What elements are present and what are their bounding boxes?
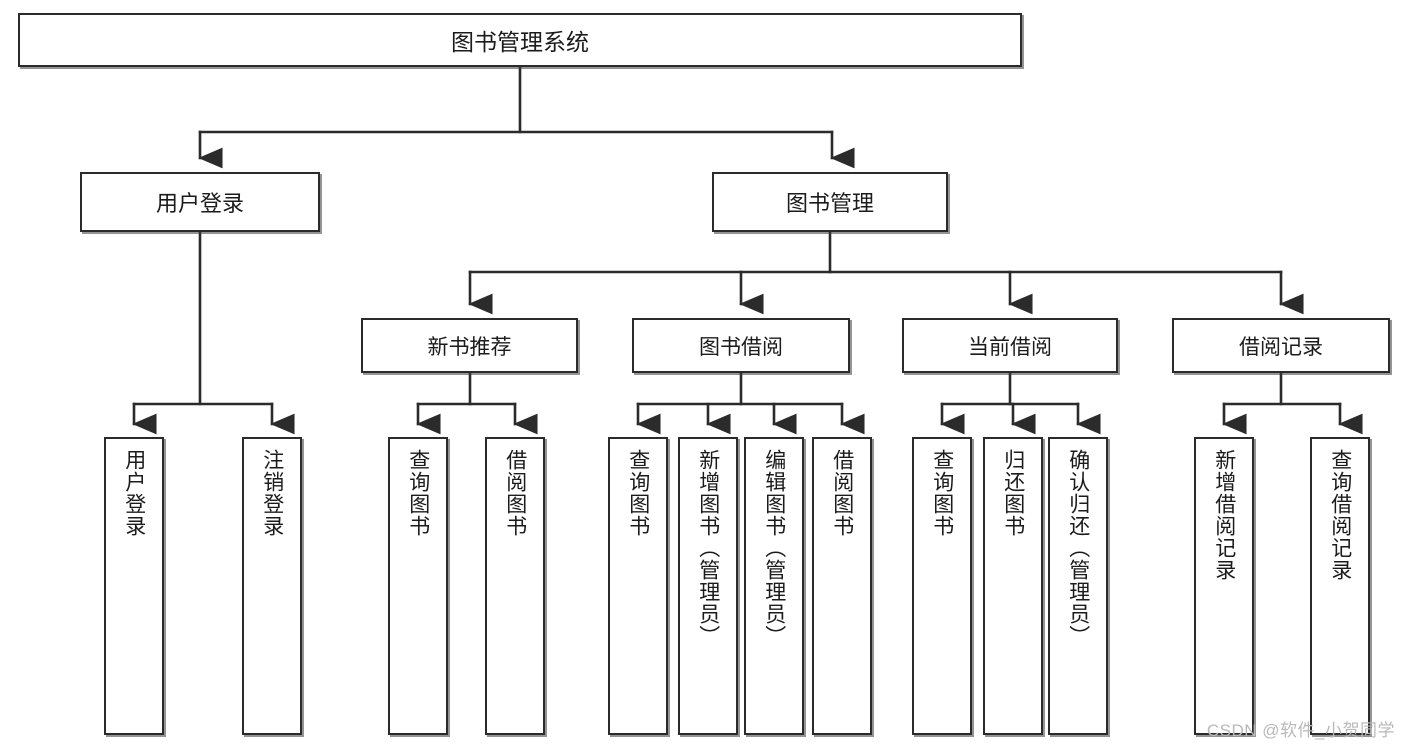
node-book-borrow[interactable]: 图书借阅 <box>632 318 850 373</box>
node-leaf-logout[interactable]: 注销登录 <box>242 437 302 735</box>
node-leaf-query-book-3[interactable]: 查询图书 <box>912 437 972 735</box>
node-borrow-record-label: 借阅记录 <box>1239 335 1323 359</box>
node-new-book-recommend[interactable]: 新书推荐 <box>361 318 578 373</box>
node-leaf-query-book-1-label: 查询图书 <box>406 449 430 537</box>
node-leaf-return-book-label: 归还图书 <box>1001 449 1025 537</box>
node-root-label: 图书管理系统 <box>451 29 589 55</box>
node-leaf-query-book-3-label: 查询图书 <box>930 449 954 537</box>
node-leaf-logout-label: 注销登录 <box>260 449 284 537</box>
node-user-login-label: 用户登录 <box>155 191 244 216</box>
node-leaf-query-book-2-label: 查询图书 <box>626 449 650 537</box>
node-borrow-record[interactable]: 借阅记录 <box>1172 318 1390 373</box>
node-leaf-borrow-book-2[interactable]: 借阅图书 <box>812 437 872 735</box>
node-book-manage-label: 图书管理 <box>785 191 874 216</box>
node-leaf-query-record[interactable]: 查询借阅记录 <box>1310 437 1370 735</box>
node-leaf-add-record-label: 新增借阅记录 <box>1212 449 1236 581</box>
watermark: CSDN @软件_小贺同学 <box>1206 721 1395 740</box>
node-leaf-borrow-book-1[interactable]: 借阅图书 <box>485 437 545 735</box>
node-leaf-add-book-label: 新增图书（管理员） <box>696 449 720 647</box>
node-leaf-query-book-2[interactable]: 查询图书 <box>608 437 668 735</box>
node-leaf-add-record[interactable]: 新增借阅记录 <box>1194 437 1254 735</box>
node-user-login[interactable]: 用户登录 <box>80 172 320 232</box>
node-current-borrow[interactable]: 当前借阅 <box>902 318 1118 373</box>
node-leaf-edit-book[interactable]: 编辑图书（管理员） <box>744 437 804 735</box>
node-leaf-borrow-book-2-label: 借阅图书 <box>830 449 854 537</box>
node-leaf-return-book[interactable]: 归还图书 <box>983 437 1043 735</box>
node-leaf-confirm-return[interactable]: 确认归还（管理员） <box>1048 437 1108 735</box>
node-new-book-recommend-label: 新书推荐 <box>427 335 512 359</box>
node-leaf-query-record-label: 查询借阅记录 <box>1328 449 1352 581</box>
node-leaf-borrow-book-1-label: 借阅图书 <box>503 449 527 537</box>
node-leaf-add-book[interactable]: 新增图书（管理员） <box>678 437 738 735</box>
node-book-borrow-label: 图书借阅 <box>699 335 783 359</box>
node-leaf-query-book-1[interactable]: 查询图书 <box>388 437 448 735</box>
node-book-manage[interactable]: 图书管理 <box>712 172 948 232</box>
node-leaf-confirm-return-label: 确认归还（管理员） <box>1066 449 1090 647</box>
node-leaf-user-login-label: 用户登录 <box>122 449 146 537</box>
node-leaf-user-login[interactable]: 用户登录 <box>104 437 164 735</box>
node-leaf-edit-book-label: 编辑图书（管理员） <box>762 449 786 647</box>
node-root[interactable]: 图书管理系统 <box>18 13 1022 67</box>
node-current-borrow-label: 当前借阅 <box>968 335 1052 359</box>
